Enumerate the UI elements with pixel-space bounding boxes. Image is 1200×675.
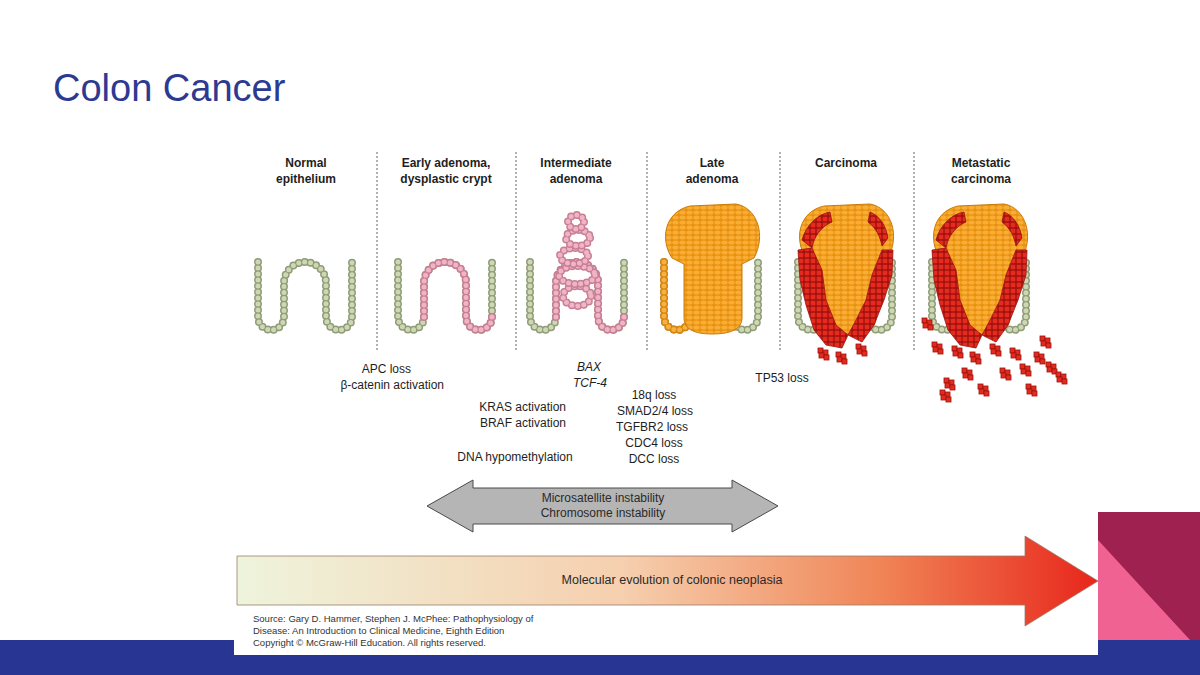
cell-cluster <box>922 318 933 330</box>
stage-separator <box>780 152 781 352</box>
gene-event: DNA hypomethylation <box>430 449 600 465</box>
cell-cluster <box>1020 364 1031 376</box>
normal-crypt <box>530 262 624 330</box>
normal-crypt <box>398 262 492 330</box>
adenoma-cells <box>563 286 591 306</box>
cell-cluster <box>1010 348 1021 360</box>
instability-arrow: Microsatellite instability Chromosome in… <box>427 480 778 532</box>
gene-event: 18q loss <box>604 387 704 403</box>
gene-event: BAX <box>559 359 619 375</box>
source-note: Source: Gary D. Hammer, Stephen J. McPhe… <box>253 613 558 637</box>
stage-heading: Carcinoma <box>806 155 886 171</box>
intermediate-adenoma-mass <box>559 215 595 306</box>
gene-event: TP53 loss <box>742 370 822 386</box>
stage-separator <box>647 152 648 352</box>
cell-cluster <box>818 348 829 360</box>
cell-cluster <box>856 344 867 356</box>
carcinoma-invasion <box>798 212 893 348</box>
adenoma-cells <box>560 248 588 264</box>
node-text-holder: Microsatellite instability Chromosome in… <box>518 491 688 521</box>
arrow-shape <box>237 536 1098 626</box>
arrow-shape <box>427 480 778 532</box>
adenoma-cells <box>568 215 584 229</box>
cell-cluster <box>990 344 1001 356</box>
gene-event: BRAF activation <box>436 415 566 431</box>
node-label: Microsatellite instability Chromosome in… <box>518 491 688 521</box>
gene-event: TGFBR2 loss <box>602 419 702 435</box>
gene-event: KRAS activation <box>436 399 566 415</box>
stage-separator <box>377 152 378 352</box>
gene-event: APC loss <box>291 361 411 377</box>
gene-event: SMAD2/4 loss <box>605 403 705 419</box>
adenoma-cells <box>566 230 590 246</box>
cell-cluster <box>978 384 989 396</box>
adenoma-cells <box>559 266 595 284</box>
stage-heading: Metastatic carcinoma <box>941 155 1021 187</box>
adenoma-cells <box>566 230 590 246</box>
dysplastic-crypt <box>556 262 624 330</box>
cell-cluster <box>970 352 981 364</box>
cell-cluster <box>1026 384 1037 396</box>
cell-cluster <box>940 390 951 402</box>
gene-event: CDC4 loss <box>604 435 704 451</box>
stage-separator <box>516 152 517 352</box>
gene-event: DCC loss <box>604 451 704 467</box>
copyright-note: Copyright © McGraw-Hill Education. All r… <box>253 637 573 649</box>
late-adenoma-mass <box>666 204 760 334</box>
metastatic-invasion <box>932 212 1027 348</box>
node-label: Molecular evolution of colonic neoplasia <box>462 572 882 588</box>
stage-heading: Intermediate adenoma <box>530 155 622 187</box>
normal-crypt <box>530 262 624 330</box>
node-text-holder: Molecular evolution of colonic neoplasia <box>462 572 882 588</box>
cell-cluster <box>1046 362 1057 374</box>
stage-heading: Late adenoma <box>680 155 744 187</box>
cell-cluster <box>1056 372 1067 384</box>
adenoma-cells <box>559 266 595 284</box>
dysplastic-crypt <box>556 262 624 330</box>
stage-separator <box>914 152 915 352</box>
cell-cluster <box>952 346 963 358</box>
normal-crypt <box>258 262 352 330</box>
dysplastic-crypt <box>424 262 492 330</box>
adenoma-cells <box>568 215 584 229</box>
cell-cluster <box>836 352 847 364</box>
stage-heading: Normal epithelium <box>270 155 342 187</box>
cell-cluster <box>1034 352 1045 364</box>
corner-decoration <box>1098 540 1190 640</box>
cell-cluster <box>932 342 943 354</box>
stage-heading: Early adenoma, dysplastic crypt <box>390 155 502 187</box>
cell-cluster <box>962 368 973 380</box>
normal-crypt <box>258 262 352 330</box>
slide-title: Colon Cancer <box>53 66 285 110</box>
dysplastic-crypt <box>424 262 492 330</box>
adenoma-cells <box>563 286 591 306</box>
gene-event: β-catenin activation <box>294 377 444 393</box>
cell-cluster <box>1000 368 1011 380</box>
gene-event: TCF-4 <box>560 375 620 391</box>
cell-cluster <box>1040 336 1051 348</box>
corner-decoration <box>1098 512 1200 640</box>
figure-background <box>234 140 1098 655</box>
normal-crypt <box>398 262 492 330</box>
cell-cluster <box>944 378 955 390</box>
adenoma-cells <box>560 248 588 264</box>
